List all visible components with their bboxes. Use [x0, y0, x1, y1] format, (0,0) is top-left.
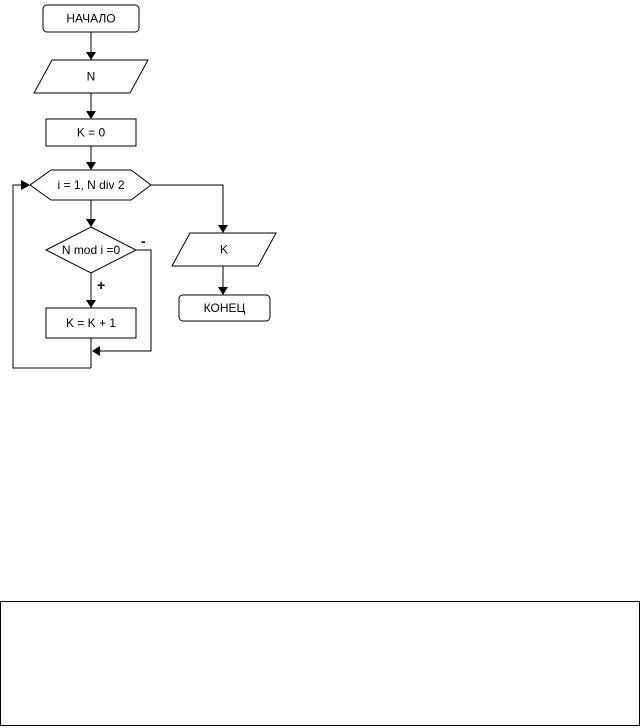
arrowhead-join: [92, 346, 100, 356]
loop-hexagon: [29, 169, 152, 201]
output-label: K: [220, 243, 228, 257]
condition-label: N mod i =0: [62, 243, 121, 257]
loop-label: i = 1, N div 2: [57, 178, 124, 192]
condition-diamond: [44, 226, 138, 274]
increment-process: [45, 307, 137, 339]
answer-box: [0, 601, 640, 726]
end-terminal: [178, 294, 271, 322]
arrowhead-end: [218, 287, 228, 295]
connector-loop-back: [12, 184, 91, 369]
flowchart-diagram: НАЧАЛО N K = 0 i = 1, N div 2 N mod i =0…: [12, 4, 277, 369]
arrowhead-input: [86, 52, 96, 60]
arrowhead-loop-back: [21, 180, 30, 190]
init-process: [45, 118, 137, 147]
end-label: КОНЕЦ: [204, 301, 246, 315]
connector-loop-exit: [151, 184, 224, 226]
increment-label: K = K + 1: [66, 316, 116, 330]
arrowhead-output: [218, 225, 228, 233]
output-parallelogram: [171, 232, 277, 267]
start-terminal: [42, 4, 140, 33]
arrowhead-increment: [86, 300, 96, 308]
connector-condition-no: [100, 249, 152, 352]
input-parallelogram: [33, 59, 149, 94]
no-sign: -: [141, 233, 146, 249]
arrowhead-init: [86, 111, 96, 119]
arrowhead-condition: [86, 219, 96, 227]
init-label: K = 0: [77, 126, 106, 140]
yes-sign: +: [97, 277, 105, 293]
input-label: N: [87, 70, 96, 84]
arrowhead-loop: [86, 162, 96, 170]
connectors: [12, 32, 228, 369]
start-label: НАЧАЛО: [66, 12, 115, 26]
